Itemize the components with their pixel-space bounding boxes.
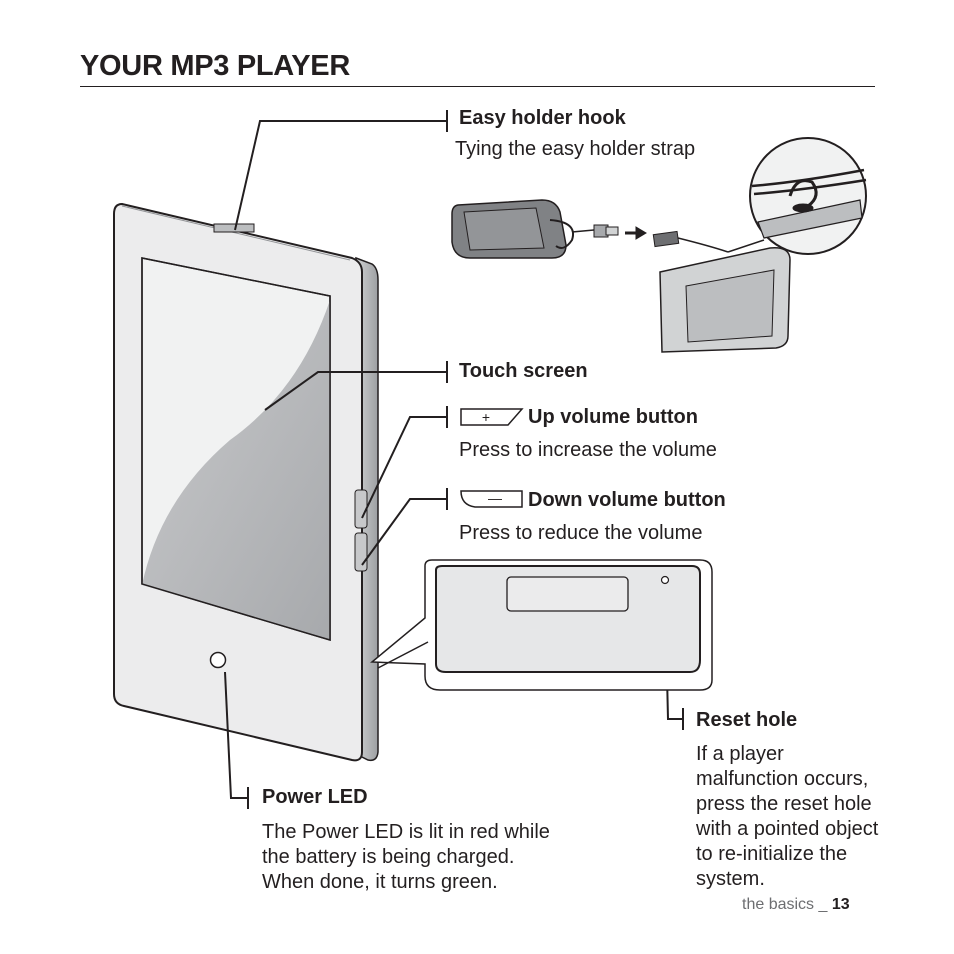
reset-hole-icon bbox=[660, 575, 670, 585]
touch-screen-label: Touch screen bbox=[459, 360, 588, 382]
footer-section: the basics _ bbox=[742, 896, 832, 913]
volume-down-key-icon bbox=[460, 490, 523, 508]
easy-holder-hook-label: Easy holder hook bbox=[459, 107, 626, 129]
volume-up-key-icon bbox=[460, 408, 524, 426]
page-footer: the basics _ 13 bbox=[742, 896, 850, 914]
volume-up-key-symbol: + bbox=[482, 409, 490, 425]
up-volume-desc: Press to increase the volume bbox=[459, 439, 717, 461]
reset-hole-label: Reset hole bbox=[696, 709, 798, 731]
down-volume-label: Down volume button bbox=[528, 489, 726, 511]
volume-down-key-symbol: — bbox=[488, 490, 502, 506]
page-number: 13 bbox=[831, 896, 850, 913]
easy-holder-hook-desc: Tying the easy holder strap bbox=[455, 138, 696, 160]
device-edge-detail bbox=[370, 559, 713, 691]
reset-hole-desc: If a player malfunction occurs, press th… bbox=[696, 743, 879, 890]
mp3-player-body bbox=[113, 202, 379, 762]
down-volume-desc: Press to reduce the volume bbox=[459, 522, 703, 544]
hook-detail-magnifier bbox=[727, 137, 867, 255]
power-led-icon bbox=[209, 651, 227, 669]
power-led-desc: The Power LED is lit in red while the ba… bbox=[262, 821, 550, 893]
page-title: YOUR MP3 PLAYER bbox=[80, 50, 350, 82]
title-rule bbox=[80, 86, 875, 87]
up-volume-label: Up volume button bbox=[528, 406, 698, 428]
holder-strap-illustration bbox=[451, 199, 791, 353]
power-led-label: Power LED bbox=[262, 786, 368, 808]
